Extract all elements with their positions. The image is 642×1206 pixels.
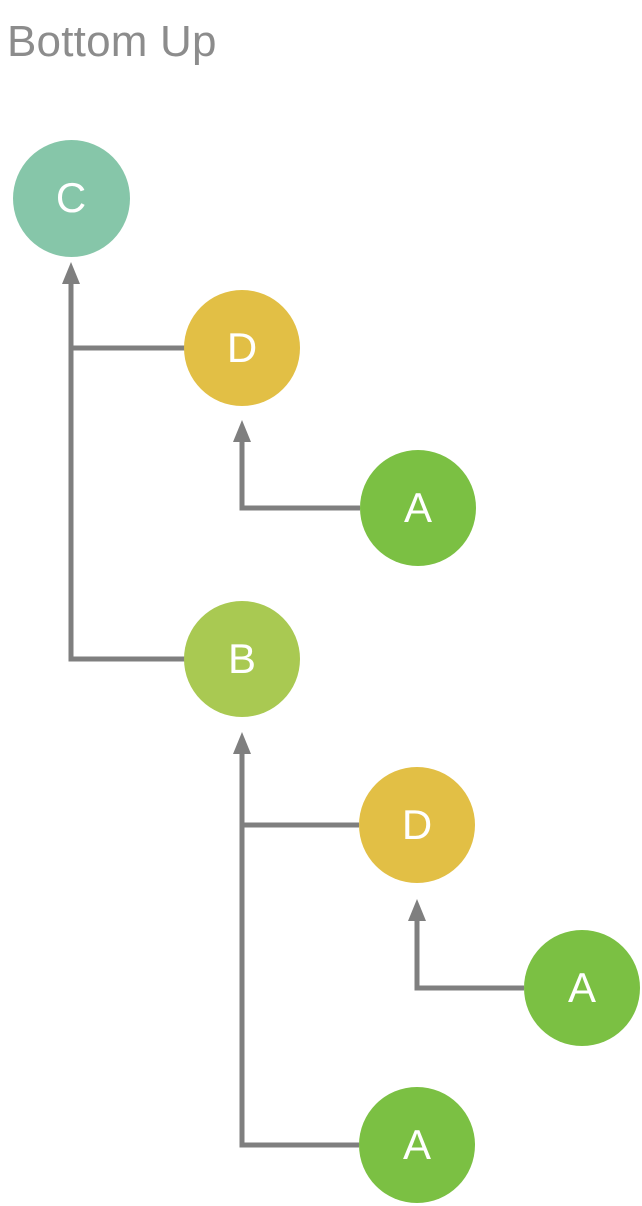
edge-a-right-to-d [414, 907, 524, 991]
arrowhead-icon [233, 732, 251, 754]
edge-d-lower-to-b [239, 740, 359, 828]
graph-node-label: B [227, 635, 256, 682]
graph-node-b-mid[interactable]: B [184, 601, 300, 717]
graph-node-label: A [402, 1121, 431, 1168]
graph-node-d-lower[interactable]: D [359, 767, 475, 883]
edge-a-bottom-to-b [239, 740, 359, 1148]
graph-node-label: A [567, 964, 596, 1011]
page-title: Bottom Up [7, 17, 217, 66]
graph-node-label: D [226, 324, 258, 371]
graph-node-label: D [401, 801, 433, 848]
edge-a-upper-to-d [239, 428, 360, 511]
graph-node-a-upper[interactable]: A [360, 450, 476, 566]
graph-node-label: C [55, 174, 87, 221]
arrowhead-icon [233, 420, 251, 442]
graph-node-a-bottom[interactable]: A [359, 1087, 475, 1203]
graph-node-label: A [403, 484, 432, 531]
graph-node-d-upper[interactable]: D [184, 290, 300, 406]
graph-node-a-right[interactable]: A [524, 930, 640, 1046]
graph-node-c-root[interactable]: C [12, 139, 130, 257]
edge-b-mid-to-c [68, 270, 185, 662]
arrowhead-icon [62, 262, 80, 284]
arrowhead-icon [408, 899, 426, 921]
edge-d-upper-to-c [68, 270, 185, 351]
